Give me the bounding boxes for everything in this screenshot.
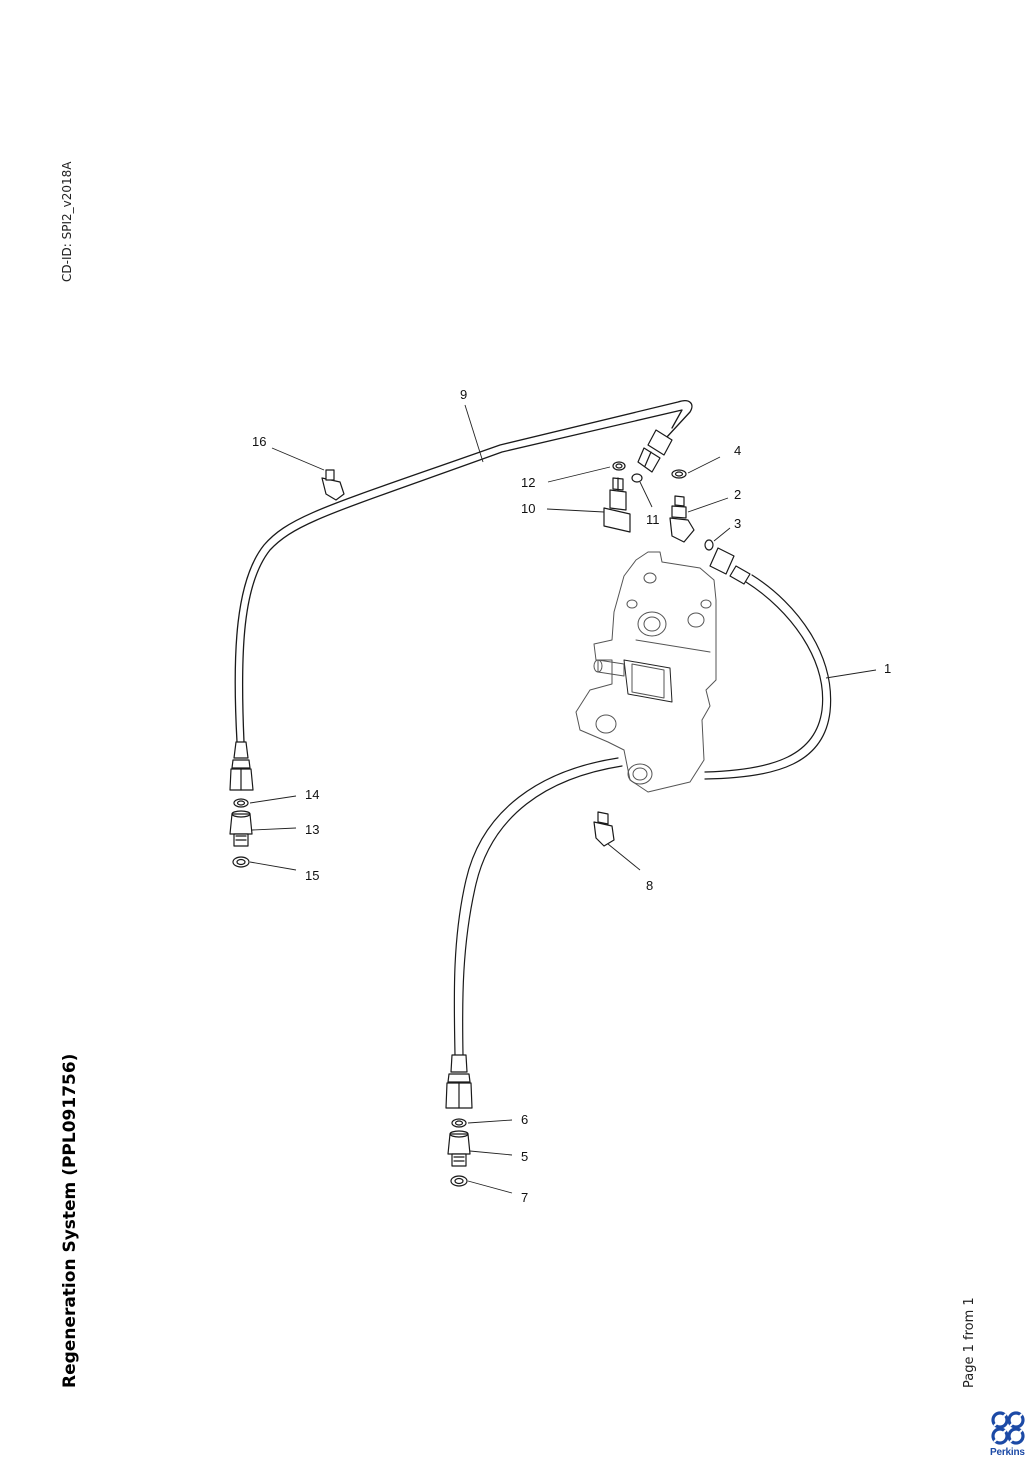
- callout-8: 8: [646, 878, 653, 893]
- clip-16: [321, 469, 345, 501]
- clip-8: [593, 811, 615, 847]
- callout-11: 11: [646, 512, 660, 527]
- hose-1: [704, 547, 832, 780]
- callout-12: 12: [521, 475, 535, 490]
- washer-14: [233, 798, 249, 808]
- callout-5: 5: [521, 1149, 528, 1164]
- callout-1: 1: [884, 661, 891, 676]
- callout-15: 15: [305, 868, 319, 883]
- washer-6: [451, 1118, 467, 1128]
- callout-6: 6: [521, 1112, 528, 1127]
- perkins-logo-icon: [991, 1411, 1025, 1445]
- adapter-13: [229, 810, 253, 847]
- brand-wordmark: Perkins: [990, 1447, 1025, 1458]
- hose-lower: [445, 757, 623, 1109]
- sensor-2: [669, 495, 695, 543]
- callout-13: 13: [305, 822, 319, 837]
- callout-2: 2: [734, 487, 741, 502]
- hose-9: [229, 400, 693, 791]
- callout-9: 9: [460, 387, 467, 402]
- sensor-10: [603, 477, 631, 533]
- callout-4: 4: [734, 443, 741, 458]
- washer-12: [612, 461, 626, 471]
- washer-7: [450, 1175, 468, 1187]
- callout-10: 10: [521, 501, 535, 516]
- callout-14: 14: [305, 787, 319, 802]
- washer-15: [232, 856, 250, 868]
- washer-11: [631, 473, 643, 483]
- callout-16: 16: [252, 434, 266, 449]
- valve-body: [575, 551, 717, 793]
- callout-7: 7: [521, 1190, 528, 1205]
- washer-3: [704, 539, 714, 551]
- washer-4: [671, 469, 687, 479]
- adapter-5: [447, 1130, 471, 1167]
- callout-3: 3: [734, 516, 741, 531]
